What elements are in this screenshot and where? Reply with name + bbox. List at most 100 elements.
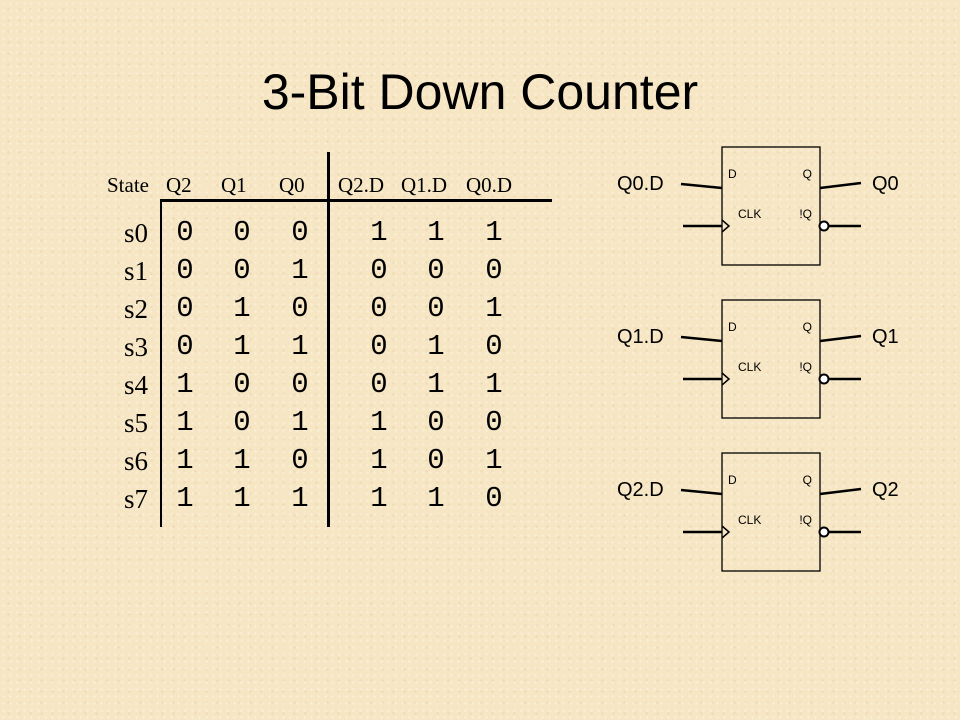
current-bit: 1	[176, 444, 194, 477]
d-input-wire	[680, 182, 723, 190]
current-bit: 1	[291, 482, 309, 515]
clock-triangle-icon	[721, 525, 731, 539]
pin-label-d: D	[728, 473, 737, 487]
pin-label-d: D	[728, 320, 737, 334]
next-bit: 1	[427, 368, 445, 401]
next-bit: 1	[370, 482, 388, 515]
next-bit: 0	[485, 482, 503, 515]
pin-label-q: Q	[803, 167, 812, 181]
current-bit: 1	[233, 444, 251, 477]
next-bit: 1	[370, 216, 388, 249]
next-bit: 0	[485, 254, 503, 287]
current-bit: 1	[233, 292, 251, 325]
header-q1d: Q1.D	[401, 173, 448, 197]
inverter-bubble-icon	[818, 220, 830, 232]
q-output-wire	[819, 181, 862, 190]
pin-label-clk: CLK	[738, 207, 761, 221]
pin-label-clk: CLK	[738, 513, 761, 527]
current-bit: 0	[291, 292, 309, 325]
flipflop-q2: D Q CLK !Q Q2.D Q2	[617, 452, 899, 572]
next-bit: 0	[370, 292, 388, 325]
flipflop-body	[721, 452, 821, 572]
header-q0: Q0	[279, 173, 305, 197]
state-column-divider	[160, 200, 162, 527]
current-bit: 0	[233, 216, 251, 249]
next-bit: 0	[427, 406, 445, 439]
d-input-wire	[680, 335, 723, 343]
next-bit: 1	[427, 330, 445, 363]
header-q1: Q1	[221, 173, 247, 197]
current-bit: 0	[291, 444, 309, 477]
input-signal-label: Q1.D	[617, 326, 664, 348]
current-bit: 1	[176, 482, 194, 515]
next-bit: 1	[370, 406, 388, 439]
current-bit: 1	[176, 406, 194, 439]
current-bit: 1	[291, 254, 309, 287]
next-bit: 0	[370, 368, 388, 401]
flipflop-q0: D Q CLK !Q Q0.D Q0	[617, 146, 899, 266]
header-state: State	[107, 173, 149, 197]
current-bit: 0	[176, 216, 194, 249]
q-output-wire	[819, 334, 862, 343]
current-bit: 0	[291, 216, 309, 249]
input-signal-label: Q2.D	[617, 479, 664, 501]
header-q2d: Q2.D	[338, 173, 385, 197]
state-label: s0	[123, 218, 148, 248]
pin-label-nq: !Q	[799, 207, 812, 221]
d-input-wire	[680, 488, 723, 496]
next-bit: 0	[485, 406, 503, 439]
next-bit: 1	[485, 216, 503, 249]
header-rule	[160, 199, 552, 202]
state-label: s3	[123, 332, 148, 362]
next-bit: 0	[370, 254, 388, 287]
current-bit: 1	[291, 406, 309, 439]
current-bit: 0	[233, 368, 251, 401]
current-bit: 0	[233, 254, 251, 287]
next-bit: 1	[427, 216, 445, 249]
inverter-bubble-icon	[818, 526, 830, 538]
input-signal-label: Q0.D	[617, 173, 664, 195]
clock-triangle-icon	[721, 372, 731, 386]
current-bit: 1	[233, 330, 251, 363]
header-q0d: Q0.D	[466, 173, 513, 197]
current-next-divider	[327, 152, 330, 527]
output-signal-label: Q0	[872, 173, 899, 195]
q-output-wire	[819, 487, 862, 496]
state-label: s1	[123, 256, 148, 286]
next-bit: 1	[485, 444, 503, 477]
current-bit: 0	[176, 254, 194, 287]
page-title: 3-Bit Down Counter	[261, 64, 699, 120]
output-signal-label: Q2	[872, 479, 899, 501]
pin-label-nq: !Q	[799, 360, 812, 374]
current-bit: 0	[291, 368, 309, 401]
next-bit: 0	[370, 330, 388, 363]
next-bit: 0	[427, 292, 445, 325]
current-bit: 1	[176, 368, 194, 401]
state-label: s2	[123, 294, 148, 324]
pin-label-d: D	[728, 167, 737, 181]
header-q2: Q2	[166, 173, 192, 197]
next-bit: 0	[485, 330, 503, 363]
pin-label-q: Q	[803, 473, 812, 487]
inverter-bubble-icon	[818, 373, 830, 385]
current-bit: 0	[233, 406, 251, 439]
next-bit: 0	[427, 254, 445, 287]
current-bit: 0	[176, 292, 194, 325]
flipflop-body	[721, 299, 821, 419]
current-bit: 1	[233, 482, 251, 515]
next-bit: 0	[427, 444, 445, 477]
next-bit: 1	[370, 444, 388, 477]
current-bit: 1	[291, 330, 309, 363]
pin-label-clk: CLK	[738, 360, 761, 374]
state-label: s4	[123, 370, 148, 400]
pin-label-q: Q	[803, 320, 812, 334]
state-label: s6	[123, 446, 148, 476]
current-bit: 0	[176, 330, 194, 363]
flipflop-body	[721, 146, 821, 266]
clock-triangle-icon	[721, 219, 731, 233]
pin-label-nq: !Q	[799, 513, 812, 527]
next-bit: 1	[485, 292, 503, 325]
next-bit: 1	[427, 482, 445, 515]
